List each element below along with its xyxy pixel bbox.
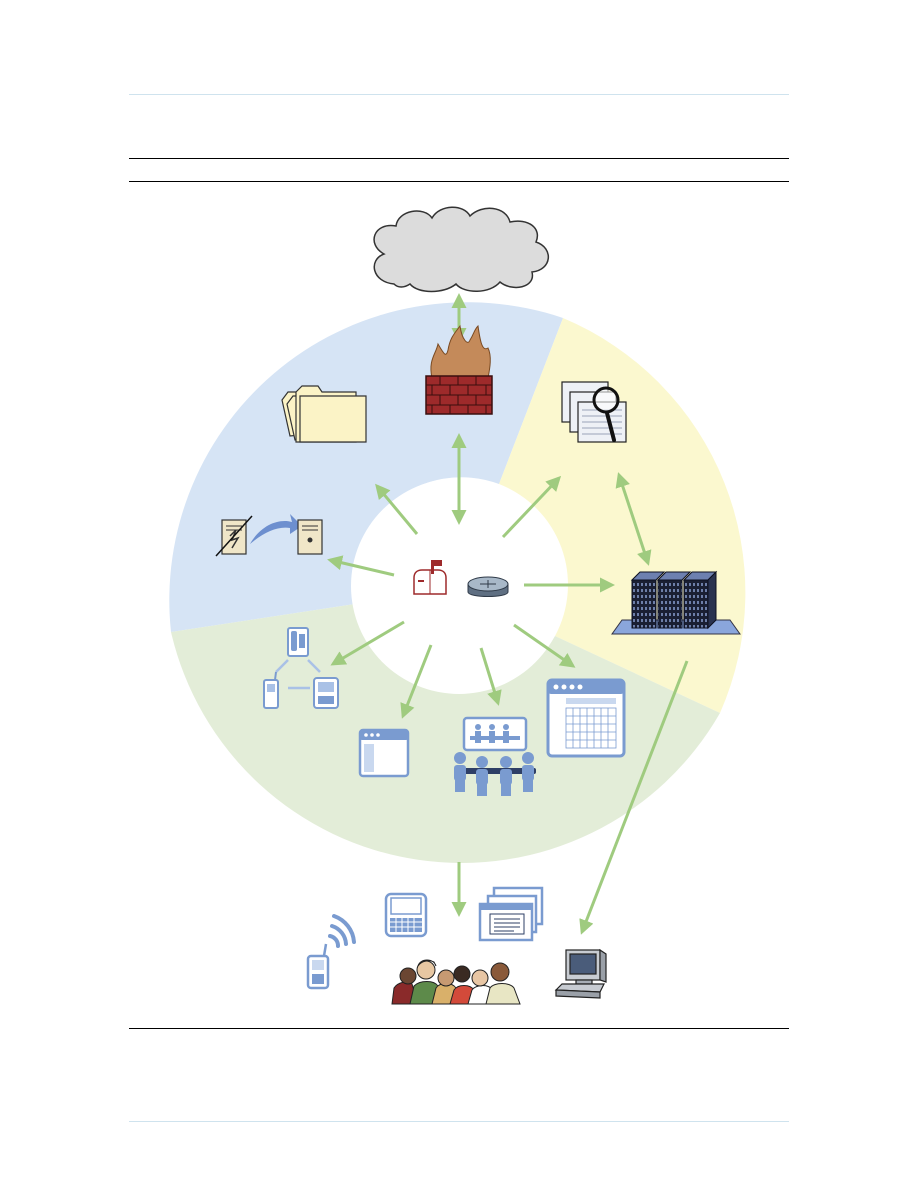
arrow-hub-folders xyxy=(375,483,419,535)
phone-network-icon xyxy=(263,627,339,709)
arrow-rack-desktop xyxy=(579,660,689,935)
figure-top-rule-2 xyxy=(129,181,789,182)
cloud-icon xyxy=(373,206,549,293)
arrow-search-rack xyxy=(615,472,652,566)
wireless-phone-icon xyxy=(306,914,356,990)
mailbox-icon xyxy=(413,560,447,595)
figure-bottom-rule xyxy=(129,1028,789,1029)
document-search-icon xyxy=(561,381,627,443)
firewall-icon xyxy=(425,324,493,415)
desktop-computer-icon xyxy=(554,948,607,999)
folders-icon xyxy=(281,385,367,443)
header-rule xyxy=(129,94,789,95)
meeting-icon xyxy=(454,716,536,796)
collaboration-segment xyxy=(171,604,720,863)
web-window-icon xyxy=(358,728,410,778)
arrow-hub-search xyxy=(501,475,562,539)
arrow-hub-migration xyxy=(327,555,395,577)
arrow-hub-meeting xyxy=(479,647,502,706)
center-hub xyxy=(351,478,567,694)
handheld-device-icon xyxy=(384,892,428,938)
browser-windows-icon xyxy=(478,886,544,942)
people-group-icon xyxy=(391,959,521,1005)
server-rack-icon xyxy=(611,570,741,635)
server-migration-icon xyxy=(215,514,323,557)
arrows xyxy=(327,293,689,935)
figure-top-rule xyxy=(129,158,789,159)
arrow-hub-web xyxy=(400,644,433,719)
calendar-icon xyxy=(546,678,626,758)
router-icon xyxy=(467,576,509,597)
arrow-hub-calendar xyxy=(513,623,576,668)
arrow-hub-phones xyxy=(330,620,405,666)
footer-rule xyxy=(129,1121,789,1122)
